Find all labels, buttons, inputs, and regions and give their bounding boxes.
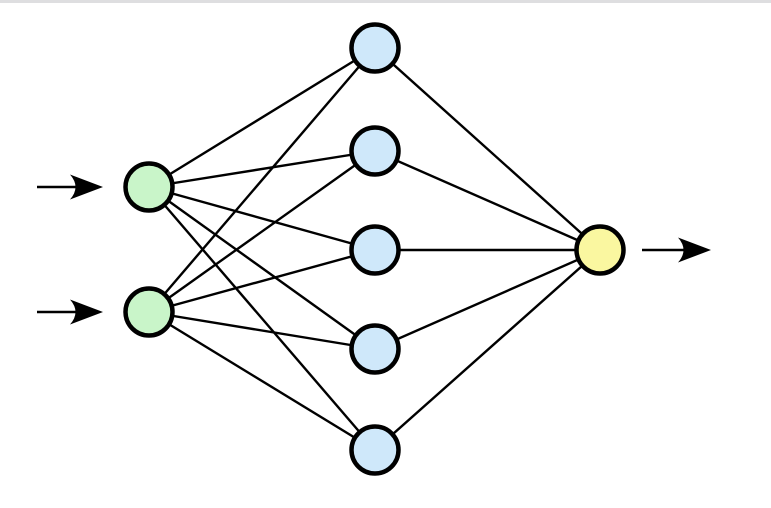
edge-i2-h2 — [148, 150, 376, 313]
edge-i1-h4 — [148, 186, 376, 350]
output-node-1 — [574, 224, 626, 276]
edge-i2-h3 — [148, 248, 376, 314]
edge-h2-o1 — [374, 149, 601, 252]
hidden-node-1 — [349, 22, 401, 74]
hidden-node-4 — [349, 323, 401, 375]
edge-i2-h4 — [148, 310, 376, 351]
edge-i1-h2 — [148, 149, 376, 189]
edge-i2-h1 — [148, 47, 376, 313]
input-node-2 — [123, 286, 175, 338]
output-arrow-head — [678, 237, 711, 263]
hidden-node-2 — [349, 125, 401, 177]
edge-i1-h5 — [148, 186, 376, 451]
input-arrow-1-head — [70, 174, 103, 200]
top-window-border — [0, 0, 771, 3]
input-arrow-2-head — [70, 299, 103, 325]
edge-h5-o1 — [374, 249, 601, 451]
edge-i1-h1 — [148, 46, 376, 189]
input-node-1 — [123, 161, 175, 213]
edge-h1-o1 — [374, 47, 601, 251]
hidden-node-3 — [349, 224, 401, 276]
hidden-node-5 — [349, 424, 401, 476]
edge-i2-h5 — [148, 310, 376, 452]
edge-h4-o1 — [374, 248, 601, 351]
edge-i1-h3 — [148, 185, 376, 252]
